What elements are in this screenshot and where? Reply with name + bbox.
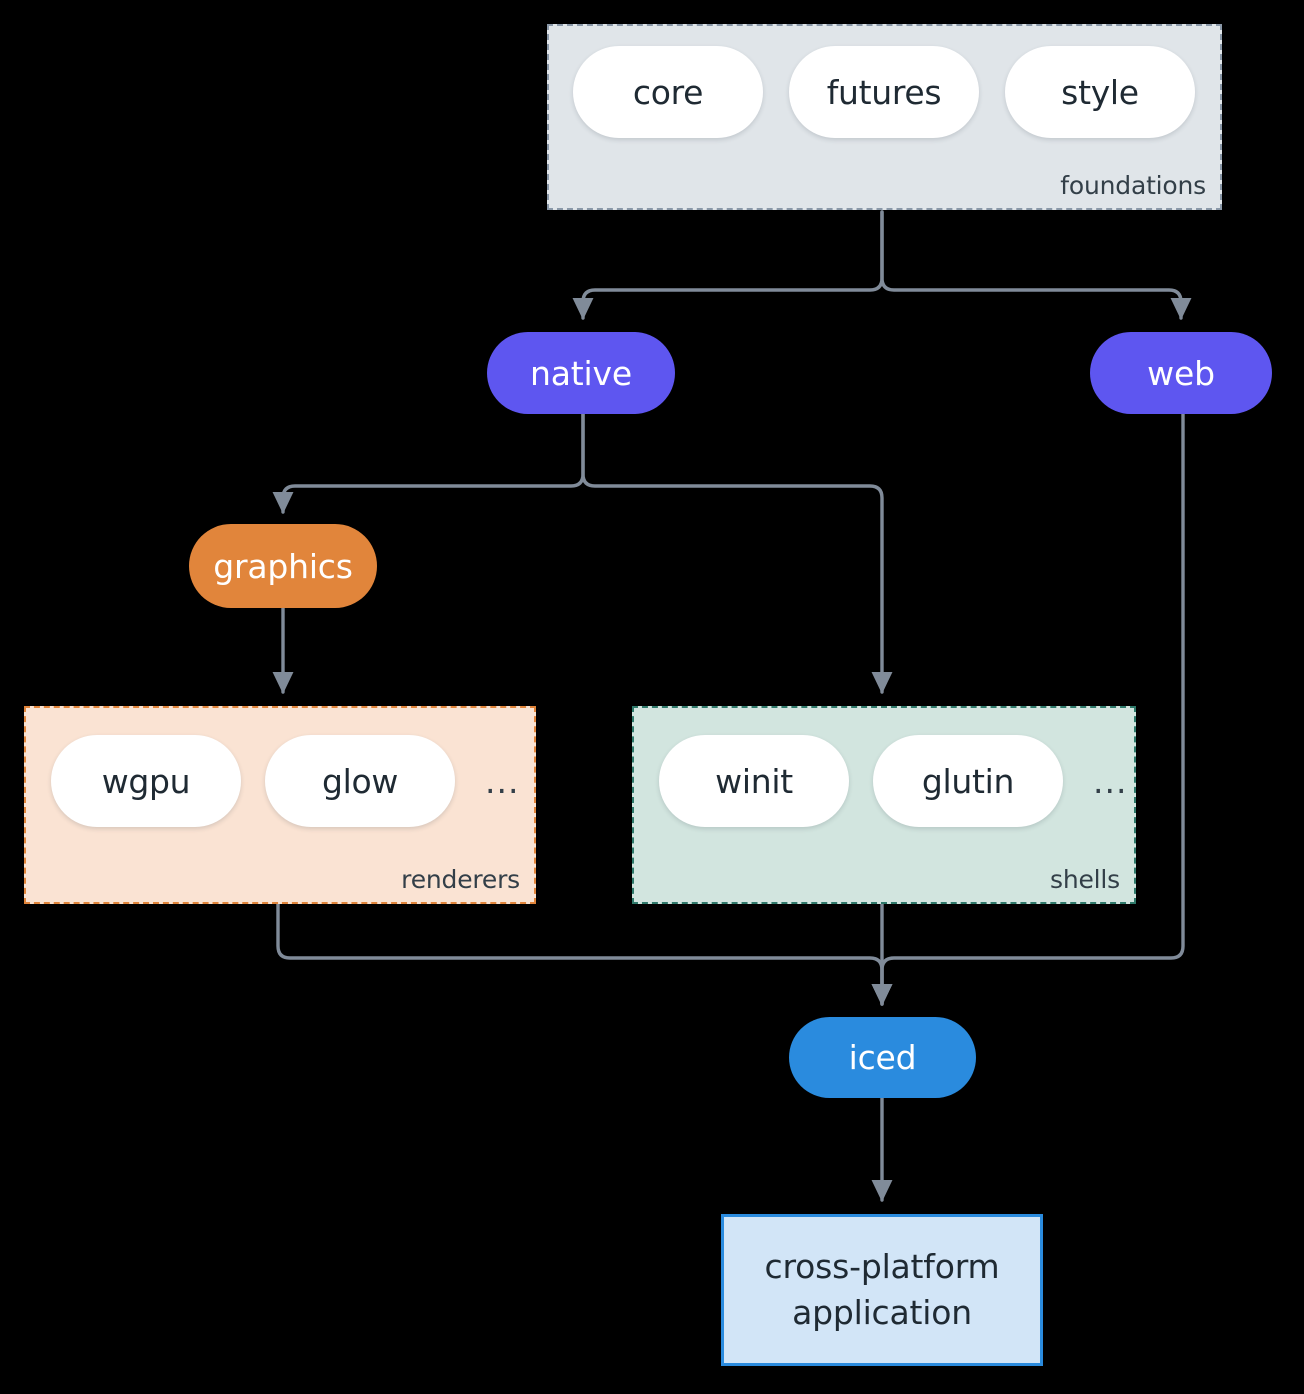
node-native[interactable]: native: [487, 332, 675, 414]
edge-native-graphics: [272, 412, 585, 514]
group-label-foundations: foundations: [1060, 171, 1206, 200]
foundations-items: core futures style: [573, 46, 1195, 138]
node-wgpu[interactable]: wgpu: [51, 735, 241, 827]
group-renderers: wgpu glow ... renderers: [24, 706, 536, 904]
node-cross-platform-application[interactable]: cross-platform application: [721, 1214, 1043, 1366]
node-web[interactable]: web: [1090, 332, 1272, 414]
group-shells: winit glutin ... shells: [632, 706, 1136, 904]
group-label-renderers: renderers: [401, 865, 520, 894]
renderers-items: wgpu glow ...: [51, 735, 525, 827]
node-glutin[interactable]: glutin: [873, 735, 1063, 827]
group-label-shells: shells: [1050, 865, 1120, 894]
node-graphics[interactable]: graphics: [189, 524, 377, 608]
node-futures[interactable]: futures: [789, 46, 979, 138]
shells-overflow-ellipsis: ...: [1093, 761, 1128, 801]
edge-foundations-web: [880, 210, 1192, 320]
node-iced[interactable]: iced: [789, 1017, 976, 1098]
node-core[interactable]: core: [573, 46, 763, 138]
edge-renderers-iced: [276, 902, 893, 1006]
group-foundations: core futures style foundations: [547, 24, 1222, 210]
node-style[interactable]: style: [1005, 46, 1195, 138]
node-glow[interactable]: glow: [265, 735, 455, 827]
application-line-1: cross-platform: [764, 1247, 1000, 1287]
node-winit[interactable]: winit: [659, 735, 849, 827]
edge-foundations-native: [572, 210, 884, 320]
shells-items: winit glutin ...: [659, 735, 1133, 827]
renderers-overflow-ellipsis: ...: [485, 761, 520, 801]
edge-native-shells: [581, 412, 893, 694]
application-line-2: application: [792, 1293, 972, 1332]
